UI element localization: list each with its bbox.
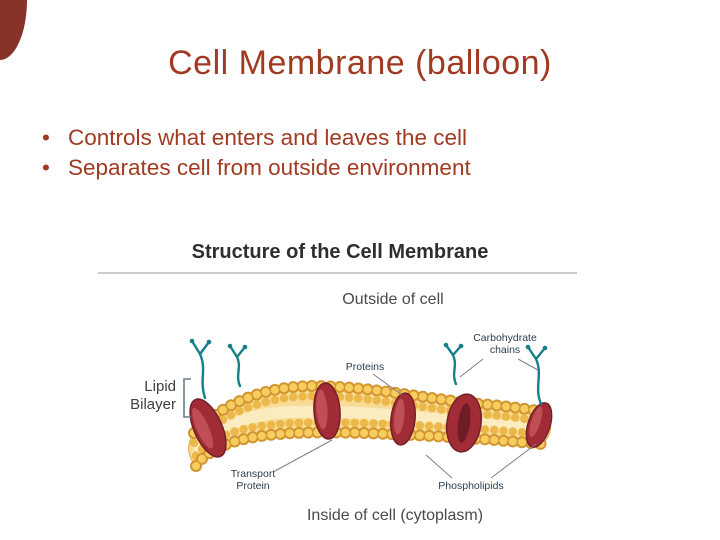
carbohydrate-chains-label-line1: Carbohydrate bbox=[473, 332, 537, 344]
carbohydrate-tips bbox=[189, 338, 548, 351]
bullet-text: Separates cell from outside environment bbox=[68, 155, 471, 180]
cell-membrane-diagram: Structure of the Cell Membrane Outside o… bbox=[98, 241, 577, 524]
phospholipid-heads-top-inner bbox=[189, 391, 552, 448]
phospholipids-label: Phospholipids bbox=[438, 480, 503, 492]
outside-of-cell-label: Outside of cell bbox=[342, 291, 443, 308]
protein-highlight bbox=[192, 407, 214, 449]
phospholipid-heads-top bbox=[190, 381, 551, 437]
lipid-bilayer-band bbox=[188, 379, 553, 472]
protein-highlight bbox=[393, 398, 405, 435]
membrane-proteins bbox=[189, 382, 553, 458]
carbohydrate-chains-label-line2: chains bbox=[490, 344, 520, 356]
membrane-mid-stripe bbox=[190, 405, 545, 454]
protein-highlight bbox=[529, 406, 543, 438]
phospholipid-heads-bottom-outline bbox=[190, 426, 548, 472]
lipid-bilayer-bracket bbox=[183, 378, 191, 418]
carbohydrate-chain-icon bbox=[190, 339, 211, 400]
bullet-list: Controls what enters and leaves the cell… bbox=[38, 123, 471, 183]
inside-of-cell-label: Inside of cell (cytoplasm) bbox=[307, 507, 483, 524]
carbohydrate-chain-icon bbox=[526, 345, 547, 406]
bullet-item: Separates cell from outside environment bbox=[38, 153, 471, 183]
bullet-item: Controls what enters and leaves the cell bbox=[38, 123, 471, 153]
transport-protein-channel bbox=[457, 403, 471, 443]
label-pointer-lines bbox=[274, 358, 539, 479]
carbohydrate-chain-icon bbox=[228, 344, 247, 388]
carbohydrate-chains bbox=[189, 338, 548, 406]
transport-protein-label-line2: Protein bbox=[236, 480, 269, 492]
lipid-bilayer-label-line1: Lipid bbox=[144, 378, 176, 395]
diagram-title: Structure of the Cell Membrane bbox=[192, 241, 489, 263]
lipid-bilayer-label-line2: Bilayer bbox=[130, 396, 176, 413]
carbohydrate-chain-icon bbox=[444, 343, 463, 386]
transport-protein-label-line1: Transport bbox=[231, 468, 276, 480]
slide-title: Cell Membrane (balloon) bbox=[168, 44, 552, 82]
protein-highlight bbox=[316, 389, 328, 430]
bullet-text: Controls what enters and leaves the cell bbox=[68, 125, 467, 150]
proteins-label: Proteins bbox=[346, 361, 385, 373]
